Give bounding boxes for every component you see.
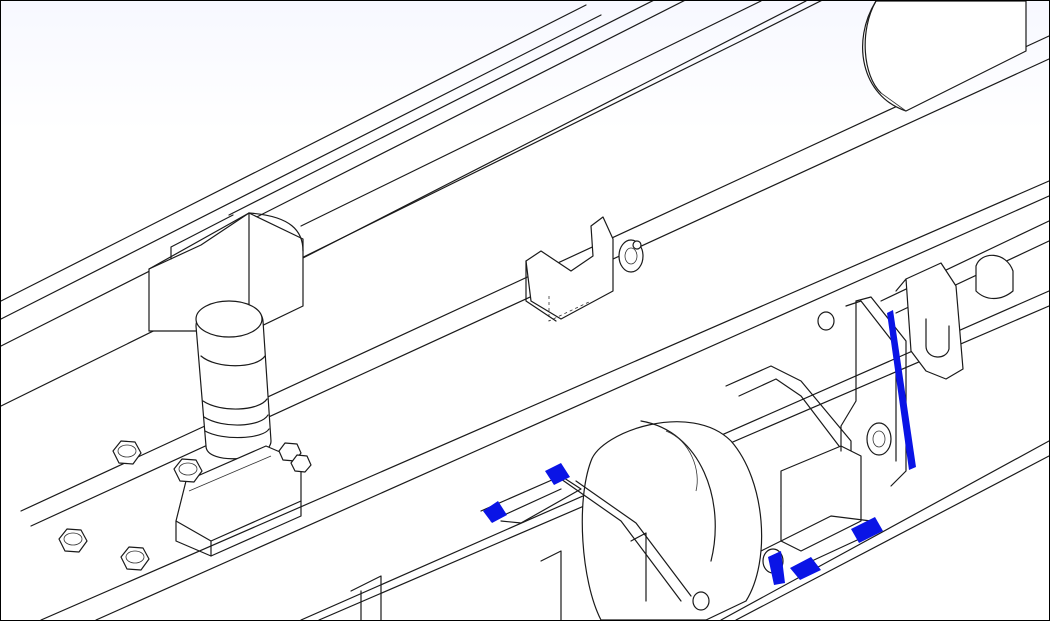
- hex-bolt: [290, 454, 312, 473]
- weld-mark-4[interactable]: [790, 557, 821, 580]
- square-post-block: [148, 212, 304, 334]
- weld-mark-5[interactable]: [768, 551, 785, 585]
- weld-mark-1[interactable]: [483, 501, 507, 523]
- highlight-marks: [483, 310, 916, 585]
- slotted-side-plate: [895, 262, 964, 380]
- hex-bolt: [173, 458, 203, 483]
- hex-bolt: [58, 528, 88, 553]
- hex-bolt-group: [58, 440, 312, 571]
- u-bracket-clip: [525, 216, 614, 322]
- weld-mark-2[interactable]: [545, 463, 570, 485]
- vertical-cylinder: [195, 300, 272, 460]
- strap-bracket-right: [725, 365, 882, 567]
- lower-crossbars: [350, 532, 647, 620]
- hex-bolt: [120, 546, 150, 571]
- weld-seam-long[interactable]: [887, 310, 916, 470]
- auger-disc: [581, 420, 763, 620]
- clevis-pin: [618, 239, 644, 273]
- hex-bolt: [112, 440, 142, 465]
- weld-mark-3[interactable]: [851, 517, 883, 543]
- slide-member: [840, 296, 907, 487]
- top-right-cylinder: [862, 1, 1027, 112]
- cylinder-base-bracket: [175, 445, 302, 557]
